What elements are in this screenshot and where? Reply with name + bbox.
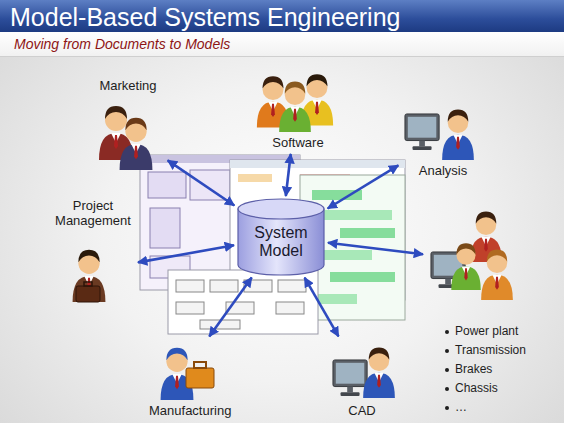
title: Model-Based Systems Engineering <box>10 3 400 31</box>
stakeholder: Manufacturing <box>146 338 234 420</box>
double-arrow <box>168 160 235 205</box>
bullet-item: Chassis <box>443 379 541 398</box>
stakeholder-group: Power plantTransmissionBrakesChassis… <box>425 205 545 419</box>
model-screenshots <box>140 155 405 334</box>
stakeholder: Analysis <box>400 104 486 180</box>
stakeholder-label: Analysis <box>403 163 483 178</box>
double-arrow <box>328 165 399 208</box>
double-arrow <box>286 154 291 196</box>
node-label: System Model <box>236 224 326 260</box>
model-cylinder: System Model <box>236 198 326 276</box>
stakeholder: CAD <box>326 338 398 420</box>
stakeholder: Marketing <box>90 78 166 175</box>
bullet-item: … <box>443 398 541 417</box>
stakeholder: Software <box>250 64 346 152</box>
stakeholder-label: CAD <box>329 403 395 418</box>
stakeholder-label: Project Management <box>53 198 133 228</box>
stakeholder-label: Marketing <box>93 78 163 93</box>
double-arrow <box>328 243 423 255</box>
stakeholder-label: Software <box>253 135 343 150</box>
stakeholder-label: Manufacturing <box>149 403 231 418</box>
bullet-item: Transmission <box>443 341 541 360</box>
subtitle: Moving from Documents to Models <box>14 36 230 53</box>
double-arrow <box>209 278 251 337</box>
double-arrow <box>305 278 339 337</box>
bullet-item: Power plant <box>443 322 541 341</box>
stakeholder: Project Management <box>50 198 136 306</box>
bullet-item: Brakes <box>443 360 541 379</box>
double-arrow <box>138 245 234 262</box>
